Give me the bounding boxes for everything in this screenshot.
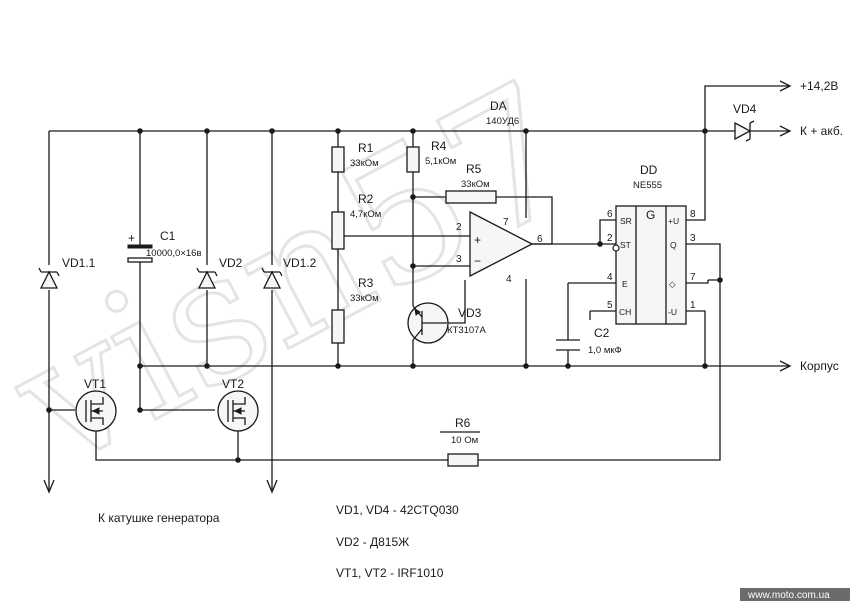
diode-vd2: VD2 [196, 256, 243, 289]
dd-pin-sr: SR [620, 216, 632, 226]
capacitor-c1: + C1 10000,0×16в [127, 229, 202, 263]
da-pin-3: 3 [456, 254, 462, 265]
diode-vd1-1: VD1.1 [38, 256, 96, 289]
r4-ref: R4 [431, 139, 447, 153]
c1-value: 10000,0×16в [146, 248, 202, 259]
generator-label: К катушке генератора [98, 511, 220, 525]
note-diodes: VD1, VD4 - 42CTQ030 [336, 503, 459, 517]
r6-value: 10 Ом [451, 435, 478, 446]
r5-ref: R5 [466, 162, 482, 176]
dd-pin-plus-u: +U [668, 216, 679, 226]
dd-type: NE555 [633, 180, 662, 191]
resistor-r6: R6 10 Ом [440, 416, 480, 467]
c1-ref: C1 [160, 229, 176, 243]
battery-label: К + акб. [800, 124, 843, 138]
opamp-da: + − 2 3 7 4 6 DA 140УД6 [456, 99, 543, 285]
dd-pin-discharge: ◇ [669, 279, 676, 289]
transistor-vt1: VT1 [75, 377, 117, 432]
resistor-r2: R2 4,7кОм [331, 192, 381, 250]
vd3-type: КТ3107А [447, 325, 486, 336]
note-zener: VD2 - Д815Ж [336, 535, 409, 549]
dd-pin-2: 2 [607, 233, 613, 244]
diode-vd1-2: VD1.2 [261, 256, 317, 289]
vd2-label: VD2 [219, 256, 243, 270]
da-minus: − [474, 254, 481, 268]
transistor-vd3: VD3 КТ3107А [407, 302, 486, 344]
note-mosfets: VT1, VT2 - IRF1010 [336, 566, 444, 580]
dd-pin-ch: CH [619, 307, 631, 317]
dd-pin-7: 7 [690, 272, 696, 283]
vd4-label: VD4 [733, 102, 757, 116]
resistor-r1: R1 33кОм [331, 141, 379, 173]
da-pin-7: 7 [503, 217, 509, 228]
dd-pin-5: 5 [607, 300, 613, 311]
vd1-1-label: VD1.1 [62, 256, 96, 270]
vd3-label: VD3 [458, 306, 482, 320]
da-pin-4: 4 [506, 274, 512, 285]
supply-plus-label: +14,2В [800, 79, 838, 93]
r6-ref: R6 [455, 416, 471, 430]
resistor-r3: R3 33кОм [331, 276, 379, 344]
r4-value: 5,1кОм [425, 156, 456, 167]
vt1-label: VT1 [84, 377, 106, 391]
resistor-r4: R4 5,1кОм [406, 139, 456, 173]
dd-pin-q: Q [670, 240, 677, 250]
capacitor-c2: C2 1,0 мкФ [556, 326, 622, 356]
da-pin-2: 2 [456, 222, 462, 233]
resistor-r5: R5 33кОм [445, 162, 497, 204]
dd-pin-8: 8 [690, 209, 696, 220]
da-pin-6: 6 [537, 234, 543, 245]
wiring [48, 85, 790, 490]
r3-value: 33кОм [350, 293, 379, 304]
c2-value: 1,0 мкФ [588, 345, 622, 356]
r2-ref: R2 [358, 192, 374, 206]
footer-url: www.moto.com.ua [747, 590, 830, 601]
dd-pin-4: 4 [607, 272, 613, 283]
arrows [43, 80, 792, 494]
dd-pin-st: ST [620, 240, 631, 250]
footer-bar [740, 588, 850, 601]
c1-plus: + [128, 231, 135, 245]
da-ref: DA [490, 99, 507, 113]
dd-pin-1: 1 [690, 300, 696, 311]
vd1-2-label: VD1.2 [283, 256, 317, 270]
dd-pin-minus-u: -U [668, 307, 677, 317]
dd-pin-e: E [622, 279, 628, 289]
watermark: visn57 [0, 43, 607, 508]
diode-vd4: VD4 [733, 102, 757, 142]
r3-ref: R3 [358, 276, 374, 290]
dd-ref: DD [640, 163, 658, 177]
da-plus: + [474, 233, 481, 247]
da-type: 140УД6 [486, 116, 519, 127]
c2-ref: C2 [594, 326, 610, 340]
ground-label: Корпус [800, 359, 839, 373]
vt2-label: VT2 [222, 377, 244, 391]
dd-g: G [646, 208, 655, 222]
r5-value: 33кОм [461, 179, 490, 190]
transistor-vt2: VT2 [217, 377, 259, 432]
dd-pin-3: 3 [690, 233, 696, 244]
dd-pin-6: 6 [607, 209, 613, 220]
r1-value: 33кОм [350, 158, 379, 169]
timer-dd: G DD NE555 6 SR 2 ST 4 E 5 CH 8 +U 3 Q 7… [607, 163, 696, 325]
r2-value: 4,7кОм [350, 209, 381, 220]
r1-ref: R1 [358, 141, 374, 155]
